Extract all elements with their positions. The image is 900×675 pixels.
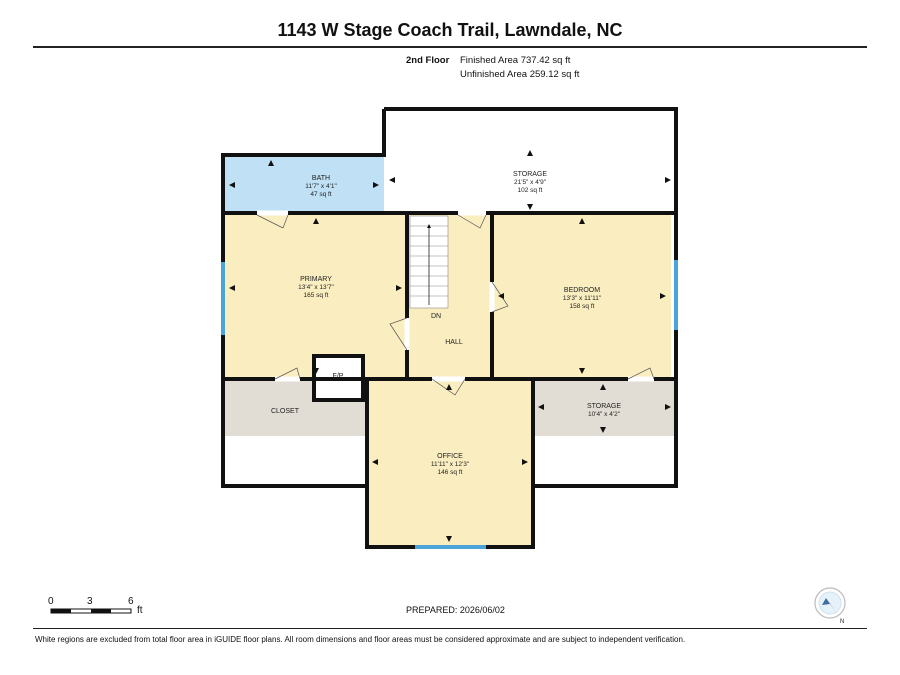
compass-label: N bbox=[840, 619, 844, 625]
storage-top-name: STORAGE bbox=[513, 171, 547, 178]
bedroom-fill bbox=[493, 214, 671, 378]
scale-unit: ft bbox=[137, 605, 143, 616]
storage-right-dims: 10'4" x 4'2" bbox=[588, 411, 621, 418]
bath-area: 47 sq ft bbox=[310, 191, 332, 198]
bedroom-area: 158 sq ft bbox=[570, 303, 595, 310]
primary-area: 165 sq ft bbox=[304, 292, 329, 299]
storage-top-area: 102 sq ft bbox=[518, 187, 543, 194]
stairs-label: DN bbox=[431, 313, 441, 320]
door-swings bbox=[256, 214, 655, 396]
office-area: 146 sq ft bbox=[438, 469, 463, 476]
door-gaps bbox=[257, 210, 654, 382]
scale-bar bbox=[50, 608, 132, 614]
bedroom-name: BEDROOM bbox=[564, 287, 600, 294]
finished-area: Finished Area 737.42 sq ft bbox=[460, 55, 571, 66]
office-dims: 11'11" x 12'3" bbox=[431, 461, 470, 468]
bedroom-dims: 13'3" x 11'11" bbox=[563, 295, 602, 302]
footnote: White regions are excluded from total fl… bbox=[35, 635, 686, 644]
scale-label-6: 6 bbox=[128, 596, 134, 607]
dimension-arrows bbox=[229, 150, 671, 542]
scale-label-0: 0 bbox=[48, 596, 54, 607]
bath-name: BATH bbox=[312, 175, 330, 182]
page-title: 1143 W Stage Coach Trail, Lawndale, NC bbox=[277, 20, 623, 40]
primary-fill bbox=[224, 214, 407, 378]
bath-dims: 11'7" x 4'1" bbox=[305, 183, 337, 190]
storage-top-dims: 21'5" x 4'9" bbox=[514, 179, 547, 186]
storage-right-name: STORAGE bbox=[587, 403, 621, 410]
office-fill bbox=[368, 380, 532, 546]
windows bbox=[221, 260, 678, 549]
prepared-date: PREPARED: 2026/06/02 bbox=[406, 605, 505, 615]
office-name: OFFICE bbox=[437, 453, 463, 460]
primary-name: PRIMARY bbox=[300, 276, 332, 283]
storage-top-fill bbox=[385, 110, 676, 213]
floor-name: 2nd Floor bbox=[406, 55, 450, 66]
scale-label-3: 3 bbox=[87, 596, 93, 607]
bath-fill bbox=[224, 156, 384, 212]
footer-rule bbox=[33, 628, 867, 629]
compass-icon bbox=[814, 587, 846, 619]
unfinished-area: Unfinished Area 259.12 sq ft bbox=[460, 69, 580, 80]
primary-dims: 13'4" x 13'7" bbox=[298, 284, 334, 291]
header-rule bbox=[33, 46, 867, 48]
hall-name: HALL bbox=[445, 339, 463, 346]
closet-name: CLOSET bbox=[271, 408, 300, 415]
fp-name: F/P bbox=[333, 373, 344, 380]
